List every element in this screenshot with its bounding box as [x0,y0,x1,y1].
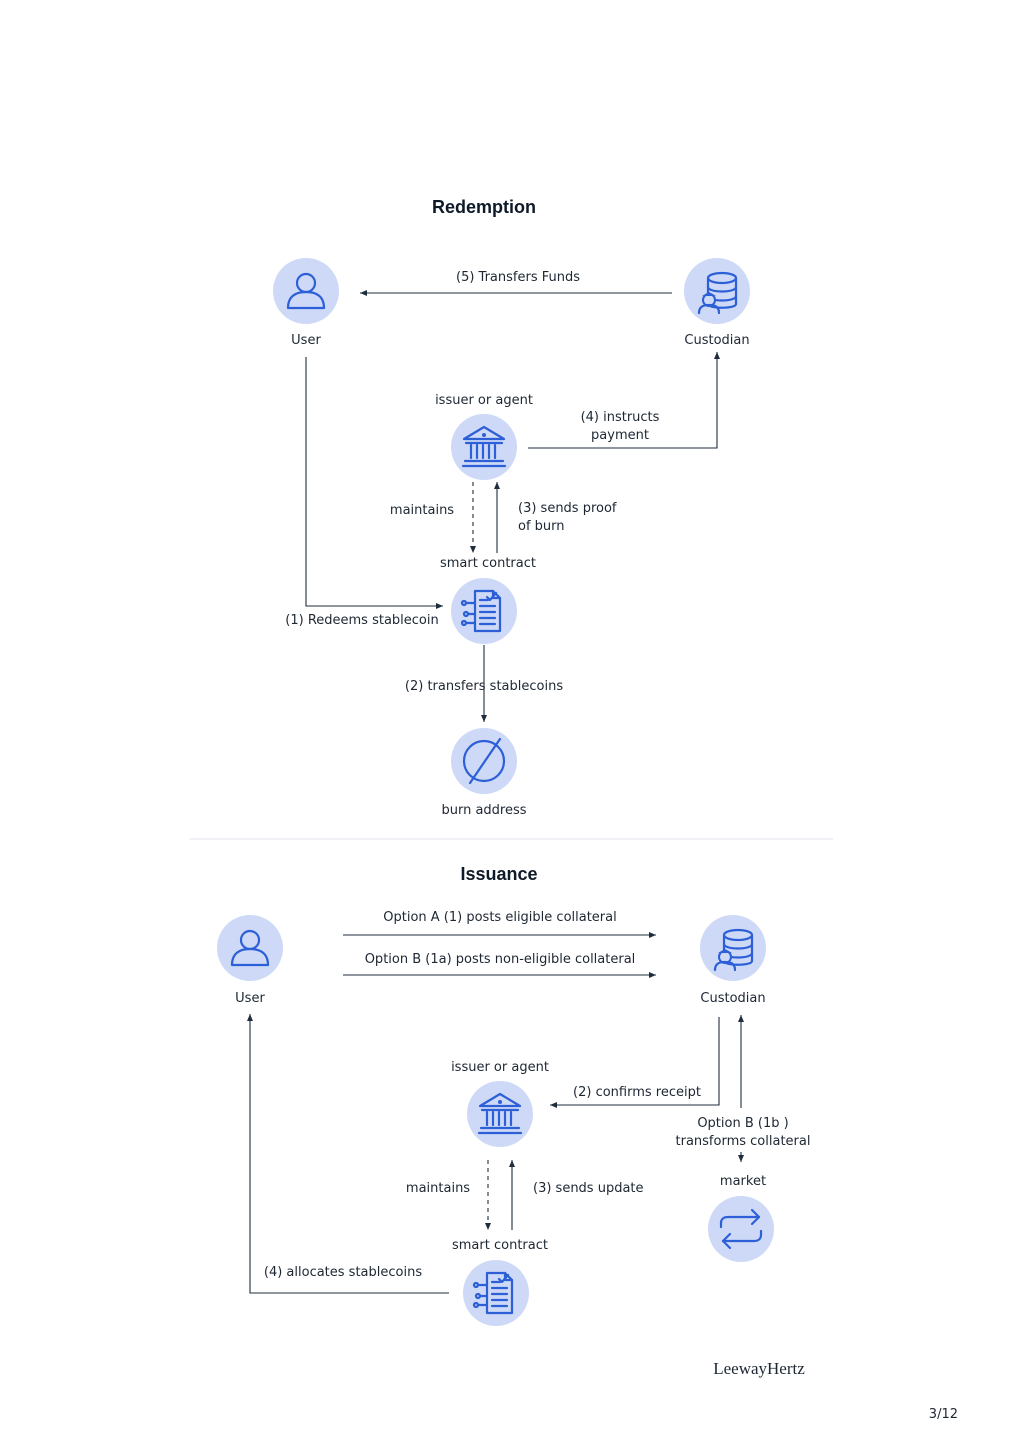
page-number: 3/12 [929,1407,958,1422]
issuance-section: Issuance User Custodian issuer or agent … [215,864,811,1328]
exchange-arrows-icon [706,1194,776,1264]
contract-icon [461,1258,531,1328]
market-label: market [720,1174,766,1189]
maintains-label: maintains [406,1181,470,1196]
issuer-node: issuer or agent [435,393,533,482]
market-node: market [706,1174,776,1264]
custodian-label: Custodian [700,991,765,1006]
burn-address-node: burn address [441,726,527,818]
smart-contract-label: smart contract [440,556,536,571]
user-node: User [271,256,341,348]
contract-icon [449,576,519,646]
custodian-node: Custodian [698,913,768,1006]
smart-contract-node: smart contract [452,1238,548,1328]
edge-allocates-stablecoins [247,1014,449,1294]
user-icon [215,913,285,983]
option-b-1b-label-line1: Option B (1b ) [697,1116,788,1131]
option-b-label: Option B (1a) posts non-eligible collate… [365,952,636,967]
redeems-label: (1) Redeems stablecoin [285,613,438,628]
burn-address-label: burn address [441,803,526,818]
redemption-section: Redemption User Custodian issuer or agen… [271,197,752,818]
option-b-1b-label-line2: transforms collateral [676,1134,811,1149]
user-node: User [215,913,285,1006]
smart-contract-label: smart contract [452,1238,548,1253]
allocates-stablecoins-label: (4) allocates stablecoins [264,1265,422,1280]
sends-proof-label-line1: (3) sends proof [518,501,617,516]
custodian-label: Custodian [684,333,749,348]
smart-contract-node: smart contract [440,556,536,646]
instructs-label-line1: (4) instructs [581,410,660,425]
custodian-node: Custodian [682,256,752,348]
user-label: User [235,991,265,1006]
maintains-label: maintains [390,503,454,518]
brand-logo-text: LeewayHertz [713,1359,805,1378]
custodian-icon [682,256,752,326]
instructs-label-line2: payment [591,428,649,443]
edge-confirms-receipt [550,1017,720,1108]
custodian-icon [698,913,768,983]
bank-icon [465,1079,535,1149]
option-a-label: Option A (1) posts eligible collateral [383,910,616,925]
user-label: User [291,333,321,348]
issuance-title: Issuance [460,864,537,884]
confirms-receipt-label: (2) confirms receipt [573,1085,701,1100]
edge-redeems-stablecoin [305,357,443,609]
issuer-node: issuer or agent [451,1060,549,1149]
redemption-title: Redemption [432,197,536,217]
sends-proof-label-line2: of burn [518,519,565,534]
user-icon [271,256,341,326]
transfers-stablecoins-label: (2) transfers stablecoins [405,679,563,694]
transfers-funds-label: (5) Transfers Funds [456,270,580,285]
burn-icon [449,726,519,796]
edge-instructs-payment [528,352,720,449]
sends-update-label: (3) sends update [533,1181,644,1196]
issuer-label: issuer or agent [435,393,533,408]
issuer-label: issuer or agent [451,1060,549,1075]
bank-icon [449,412,519,482]
